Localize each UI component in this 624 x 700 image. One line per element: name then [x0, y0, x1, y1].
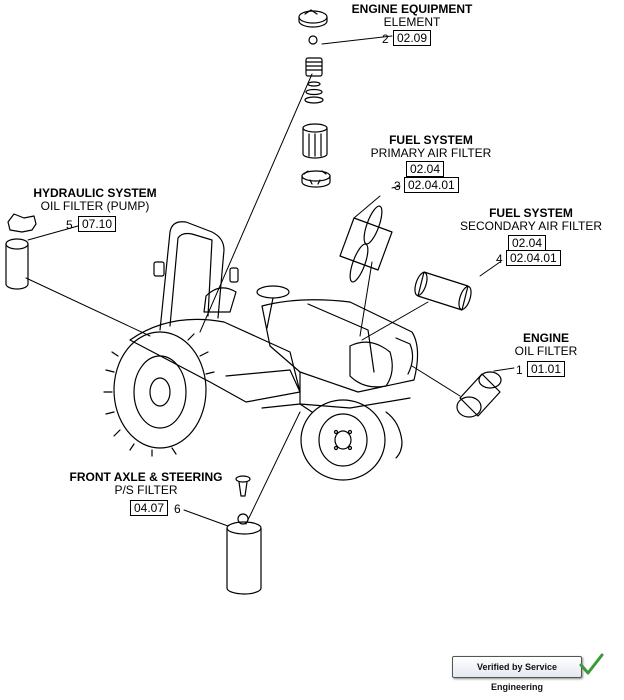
fuel-primary-title: FUEL SYSTEM [389, 133, 473, 147]
fuel-secondary-ref-0[interactable]: 02.04 [508, 235, 547, 251]
front-axle-ref-0[interactable]: 04.07 [130, 500, 169, 516]
hydraulic-index: 5 [66, 218, 73, 232]
front-axle-title: FRONT AXLE & STEERING [69, 470, 223, 484]
leader-lines [25, 35, 515, 527]
engine-equipment-index: 2 [382, 32, 389, 46]
engine-oil-subtitle: OIL FILTER [514, 344, 578, 358]
engine-oil-filter [456, 371, 502, 418]
fuel-secondary-ref-1[interactable]: 02.04.01 [506, 250, 561, 266]
engine-equipment-title: ENGINE EQUIPMENT [351, 2, 473, 16]
primary-air-filter [339, 205, 393, 283]
hydraulic-subtitle: OIL FILTER (PUMP) [40, 199, 150, 213]
fuel-primary-ref-0[interactable]: 02.04 [406, 161, 445, 177]
fuel-secondary-index: 4 [496, 252, 503, 266]
engine-oil-title: ENGINE [522, 331, 570, 345]
front-axle-subtitle: P/S FILTER [114, 483, 178, 497]
ps-filter [226, 475, 262, 595]
fuel-primary-subtitle: PRIMARY AIR FILTER [370, 146, 492, 160]
fuel-secondary-subtitle: SECONDARY AIR FILTER [459, 219, 603, 233]
engine-equipment-subtitle: ELEMENT [383, 15, 441, 29]
hydraulic-oil-filter [5, 213, 37, 290]
secondary-air-filter [414, 271, 472, 311]
fuel-primary-ref-1[interactable]: 02.04.01 [404, 177, 459, 193]
hydraulic-title: HYDRAULIC SYSTEM [33, 186, 157, 200]
front-axle-index: 6 [174, 502, 181, 516]
tractor-body [103, 221, 419, 481]
engine-element-parts [298, 9, 331, 188]
hydraulic-ref-0[interactable]: 07.10 [78, 216, 117, 232]
engine-oil-ref-0[interactable]: 01.01 [527, 361, 566, 377]
engine-oil-index: 1 [516, 363, 523, 377]
fuel-secondary-title: FUEL SYSTEM [489, 206, 573, 220]
fuel-primary-index: 3 [394, 179, 401, 193]
checkmark-icon [579, 653, 604, 675]
verified-badge: Verified by Service Engineering [452, 656, 582, 692]
engine-equipment-ref-0[interactable]: 02.09 [393, 30, 432, 46]
